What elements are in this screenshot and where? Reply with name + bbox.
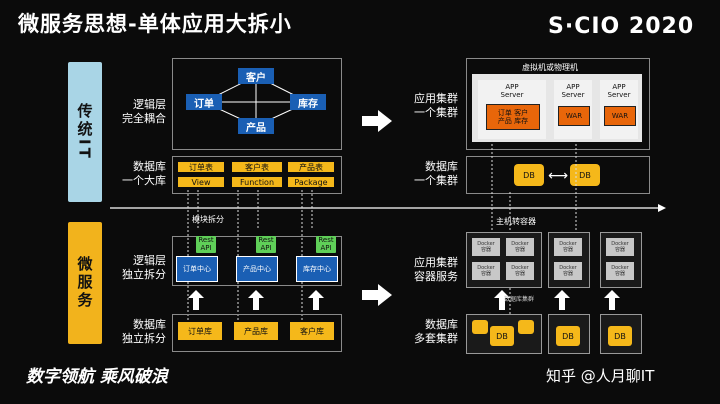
db-product: 产品库 <box>234 322 278 340</box>
db-cyl-2: DB <box>556 326 580 346</box>
db-cyl-1b: DB <box>490 326 514 346</box>
rest-api-tag-2: Rest API <box>256 236 276 253</box>
node-order: 订单 <box>186 94 222 110</box>
row-label-db-single: 数据库 一个大库 <box>122 160 166 187</box>
db-cluster-label: 数据库集群 <box>504 296 535 303</box>
footer-watermark: 知乎 @人月聊IT <box>546 367 655 385</box>
db-customer: 客户库 <box>290 322 334 340</box>
service-product-center: 产品中心 <box>236 256 278 282</box>
host-to-container-label: 主机转容器 <box>496 217 536 226</box>
rest-api-tag-3: Rest API <box>316 236 336 253</box>
module-split-label: 模块拆分 <box>192 215 224 224</box>
coupled-logic-panel <box>172 58 342 150</box>
node-product: 产品 <box>238 118 274 134</box>
db-cyl-3: DB <box>608 326 632 346</box>
server-modules: 订单 客户 产品 库存 <box>486 104 540 130</box>
up-arrows-left <box>188 290 324 310</box>
split-db-panel <box>172 314 342 352</box>
db-cyl-1a <box>472 320 488 334</box>
footer-slogan: 数字领航 乘风破浪 <box>26 367 168 387</box>
vm-title: 虚拟机或物理机 <box>522 63 578 72</box>
row-label-db-cluster-multi: 数据库 多套集群 <box>414 318 458 345</box>
db-cyl-1c <box>518 320 534 334</box>
table-package: Package <box>288 177 334 187</box>
page-title: 微服务思想-单体应用大拆小 <box>18 12 292 36</box>
service-inventory-center: 库存中心 <box>296 256 338 282</box>
big-arrow-bottom <box>362 284 392 306</box>
docker-3a: Docker 容器 <box>606 238 634 256</box>
up-arrows-right <box>494 290 620 310</box>
side-label-traditional: 传统IT <box>68 62 102 202</box>
docker-2a: Docker 容器 <box>554 238 582 256</box>
row-label-logic-split: 逻辑层 独立拆分 <box>122 254 166 281</box>
db-cylinder-b: DB <box>570 164 600 186</box>
table-function: Function <box>232 177 282 187</box>
table-customer: 客户表 <box>232 162 282 172</box>
row-label-db-split: 数据库 独立拆分 <box>122 318 166 345</box>
war-3: WAR <box>604 106 636 126</box>
rest-api-tag-1: Rest API <box>196 236 216 253</box>
service-order-center: 订单中心 <box>176 256 218 282</box>
node-customer: 客户 <box>238 68 274 84</box>
db-order: 订单库 <box>178 322 222 340</box>
brand-logo: S·CIO 2020 <box>548 14 695 39</box>
docker-2b: Docker 容器 <box>554 262 582 280</box>
dashed-links-left <box>187 190 313 325</box>
docker-1c: Docker 容器 <box>472 262 500 280</box>
docker-1d: Docker 容器 <box>506 262 534 280</box>
bidirectional-arrow-icon: ⟷ <box>548 168 569 184</box>
db-cluster-panel <box>466 156 650 194</box>
separator-arrow <box>110 204 666 212</box>
node-inventory: 库存 <box>290 94 326 110</box>
side-label-microservice: 微服务 <box>68 222 102 344</box>
db-cylinder-a: DB <box>514 164 544 186</box>
table-order: 订单表 <box>178 162 224 172</box>
table-product: 产品表 <box>288 162 334 172</box>
big-arrow-top <box>362 110 392 132</box>
single-db-panel <box>172 156 342 194</box>
docker-1b: Docker 容器 <box>506 238 534 256</box>
row-label-logic-coupled: 逻辑层 完全耦合 <box>122 98 166 125</box>
docker-1a: Docker 容器 <box>472 238 500 256</box>
vm-panel <box>466 58 650 150</box>
docker-3b: Docker 容器 <box>606 262 634 280</box>
row-label-app-cluster-container: 应用集群 容器服务 <box>414 256 458 283</box>
war-2: WAR <box>558 106 590 126</box>
row-label-app-cluster-one: 应用集群 一个集群 <box>414 92 458 119</box>
row-label-db-cluster-one: 数据库 一个集群 <box>414 160 458 187</box>
table-view: View <box>178 177 224 187</box>
